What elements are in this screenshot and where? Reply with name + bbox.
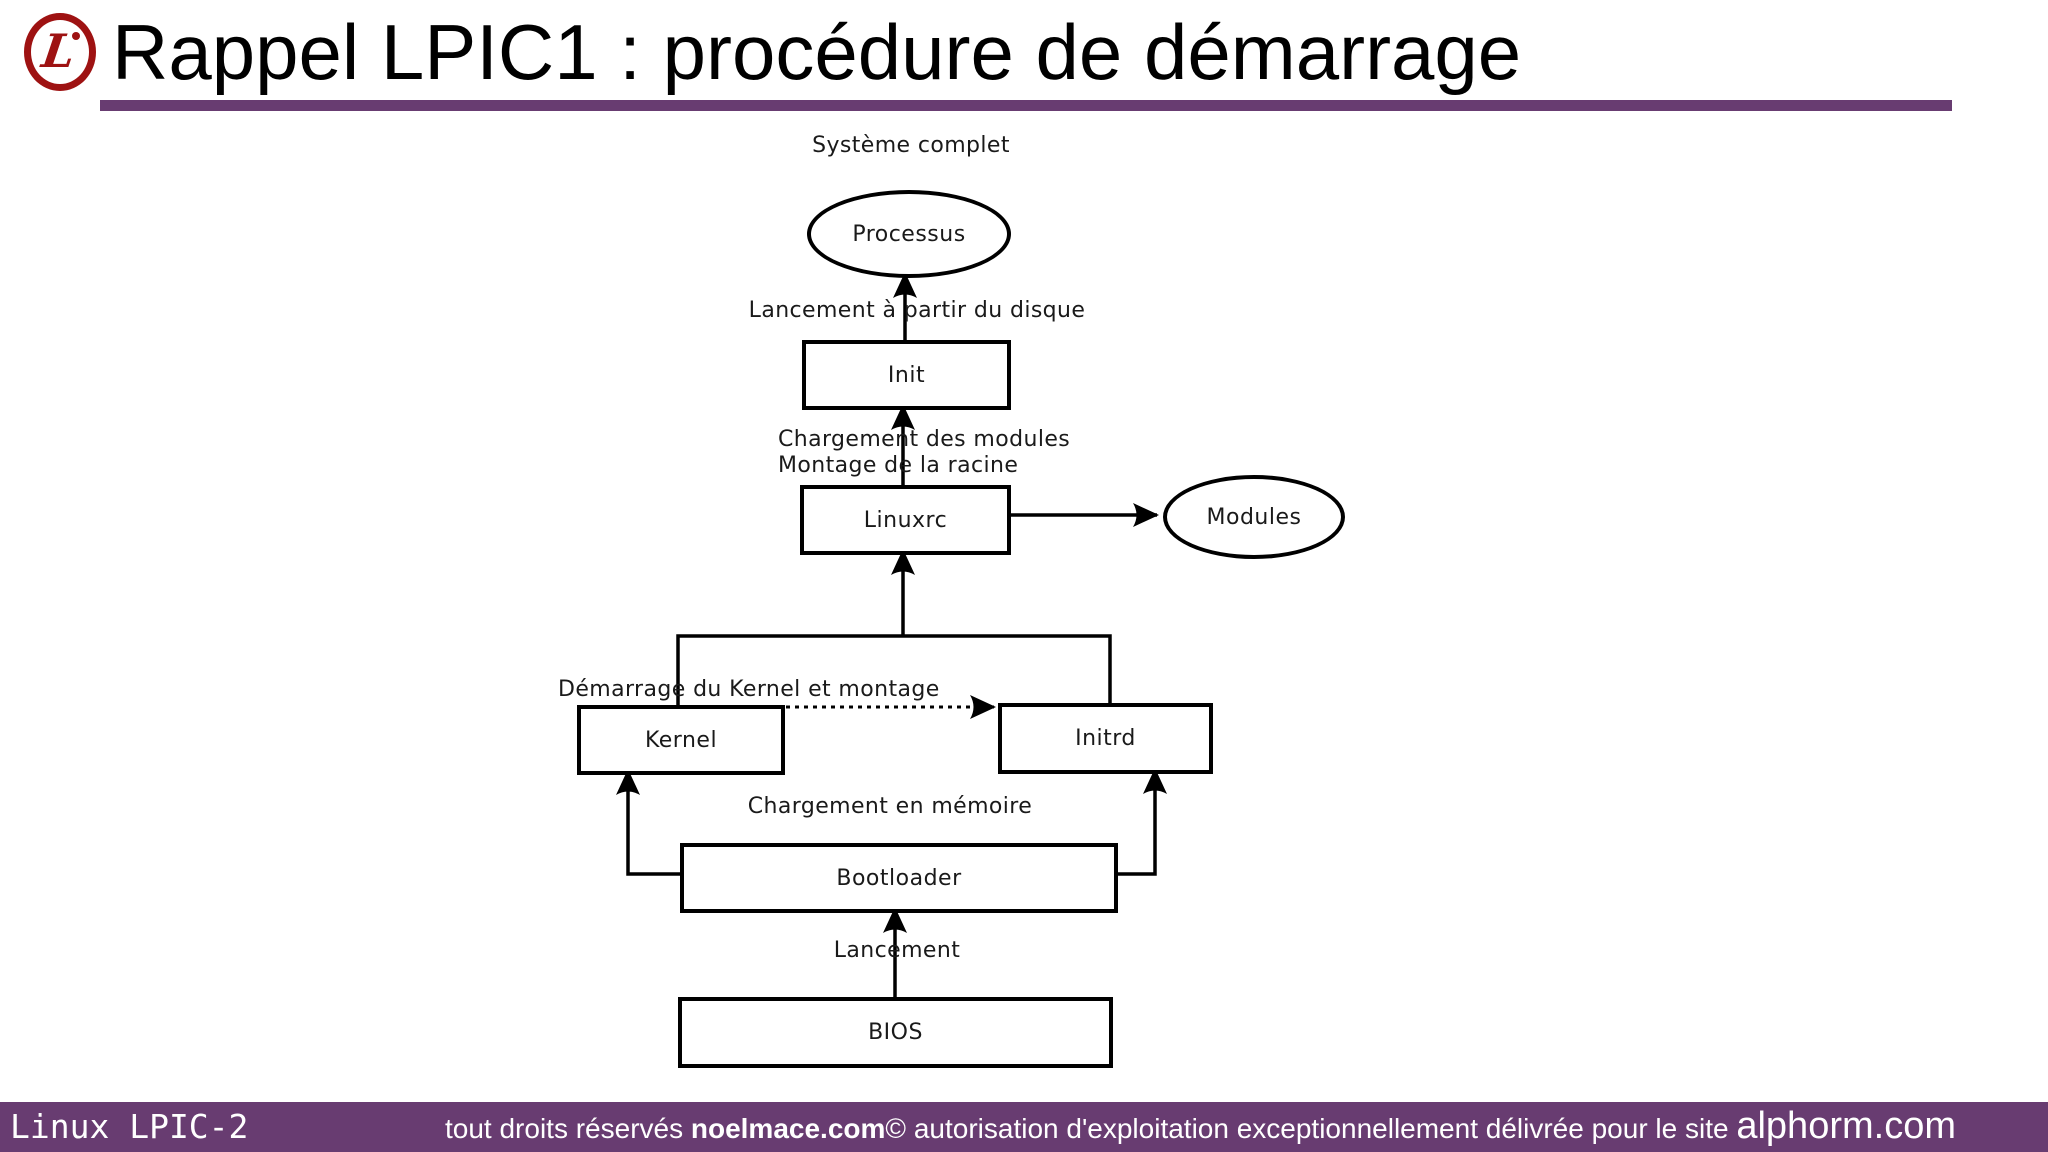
label-chargement-memoire: Chargement en mémoire — [747, 794, 1033, 819]
node-processus: Processus — [807, 190, 1011, 278]
label-montage-racine: Montage de la racine — [778, 453, 1019, 478]
lpi-logo-dot — [72, 32, 80, 40]
title-underline — [100, 100, 1952, 111]
node-kernel: Kernel — [577, 705, 785, 775]
label-systeme-complet: Système complet — [812, 133, 1010, 158]
node-init: Init — [802, 340, 1011, 410]
node-initrd: Initrd — [998, 703, 1213, 774]
page-title: Rappel LPIC1 : procédure de démarrage — [112, 8, 1522, 96]
node-linuxrc: Linuxrc — [800, 485, 1011, 555]
footer-rights: tout droits réservés noelmace.com© autor… — [445, 1102, 1956, 1152]
arrow-bootloader-to-kernel — [616, 769, 680, 876]
footer-rights-prefix: tout droits réservés — [445, 1113, 691, 1144]
label-chargement-modules: Chargement des modules — [778, 427, 1071, 452]
label-lancement-disque: Lancement à partir du disque — [748, 298, 1086, 323]
node-modules: Modules — [1163, 475, 1345, 559]
footer-brand-alphorm: alphorm.com — [1736, 1105, 1956, 1147]
footer-rights-middle: autorisation d'exploitation exceptionnel… — [913, 1113, 1737, 1144]
label-lancement: Lancement — [833, 938, 961, 963]
footer-course-name: Linux LPIC-2 — [10, 1107, 249, 1146]
footer-site-noelmace: noelmace.com — [690, 1113, 886, 1144]
lpi-logo-icon: L — [24, 13, 96, 91]
label-demarrage-kernel: Démarrage du Kernel et montage — [558, 677, 940, 702]
footer-copyright-symbol: © — [885, 1113, 914, 1144]
node-bios: BIOS — [678, 997, 1113, 1068]
node-bootloader: Bootloader — [680, 843, 1118, 913]
footer-bar: Linux LPIC-2 tout droits réservés noelma… — [0, 1102, 2048, 1152]
arrow-bootloader-to-initrd — [1110, 768, 1167, 876]
connector-kernel-initrd — [676, 634, 1112, 705]
